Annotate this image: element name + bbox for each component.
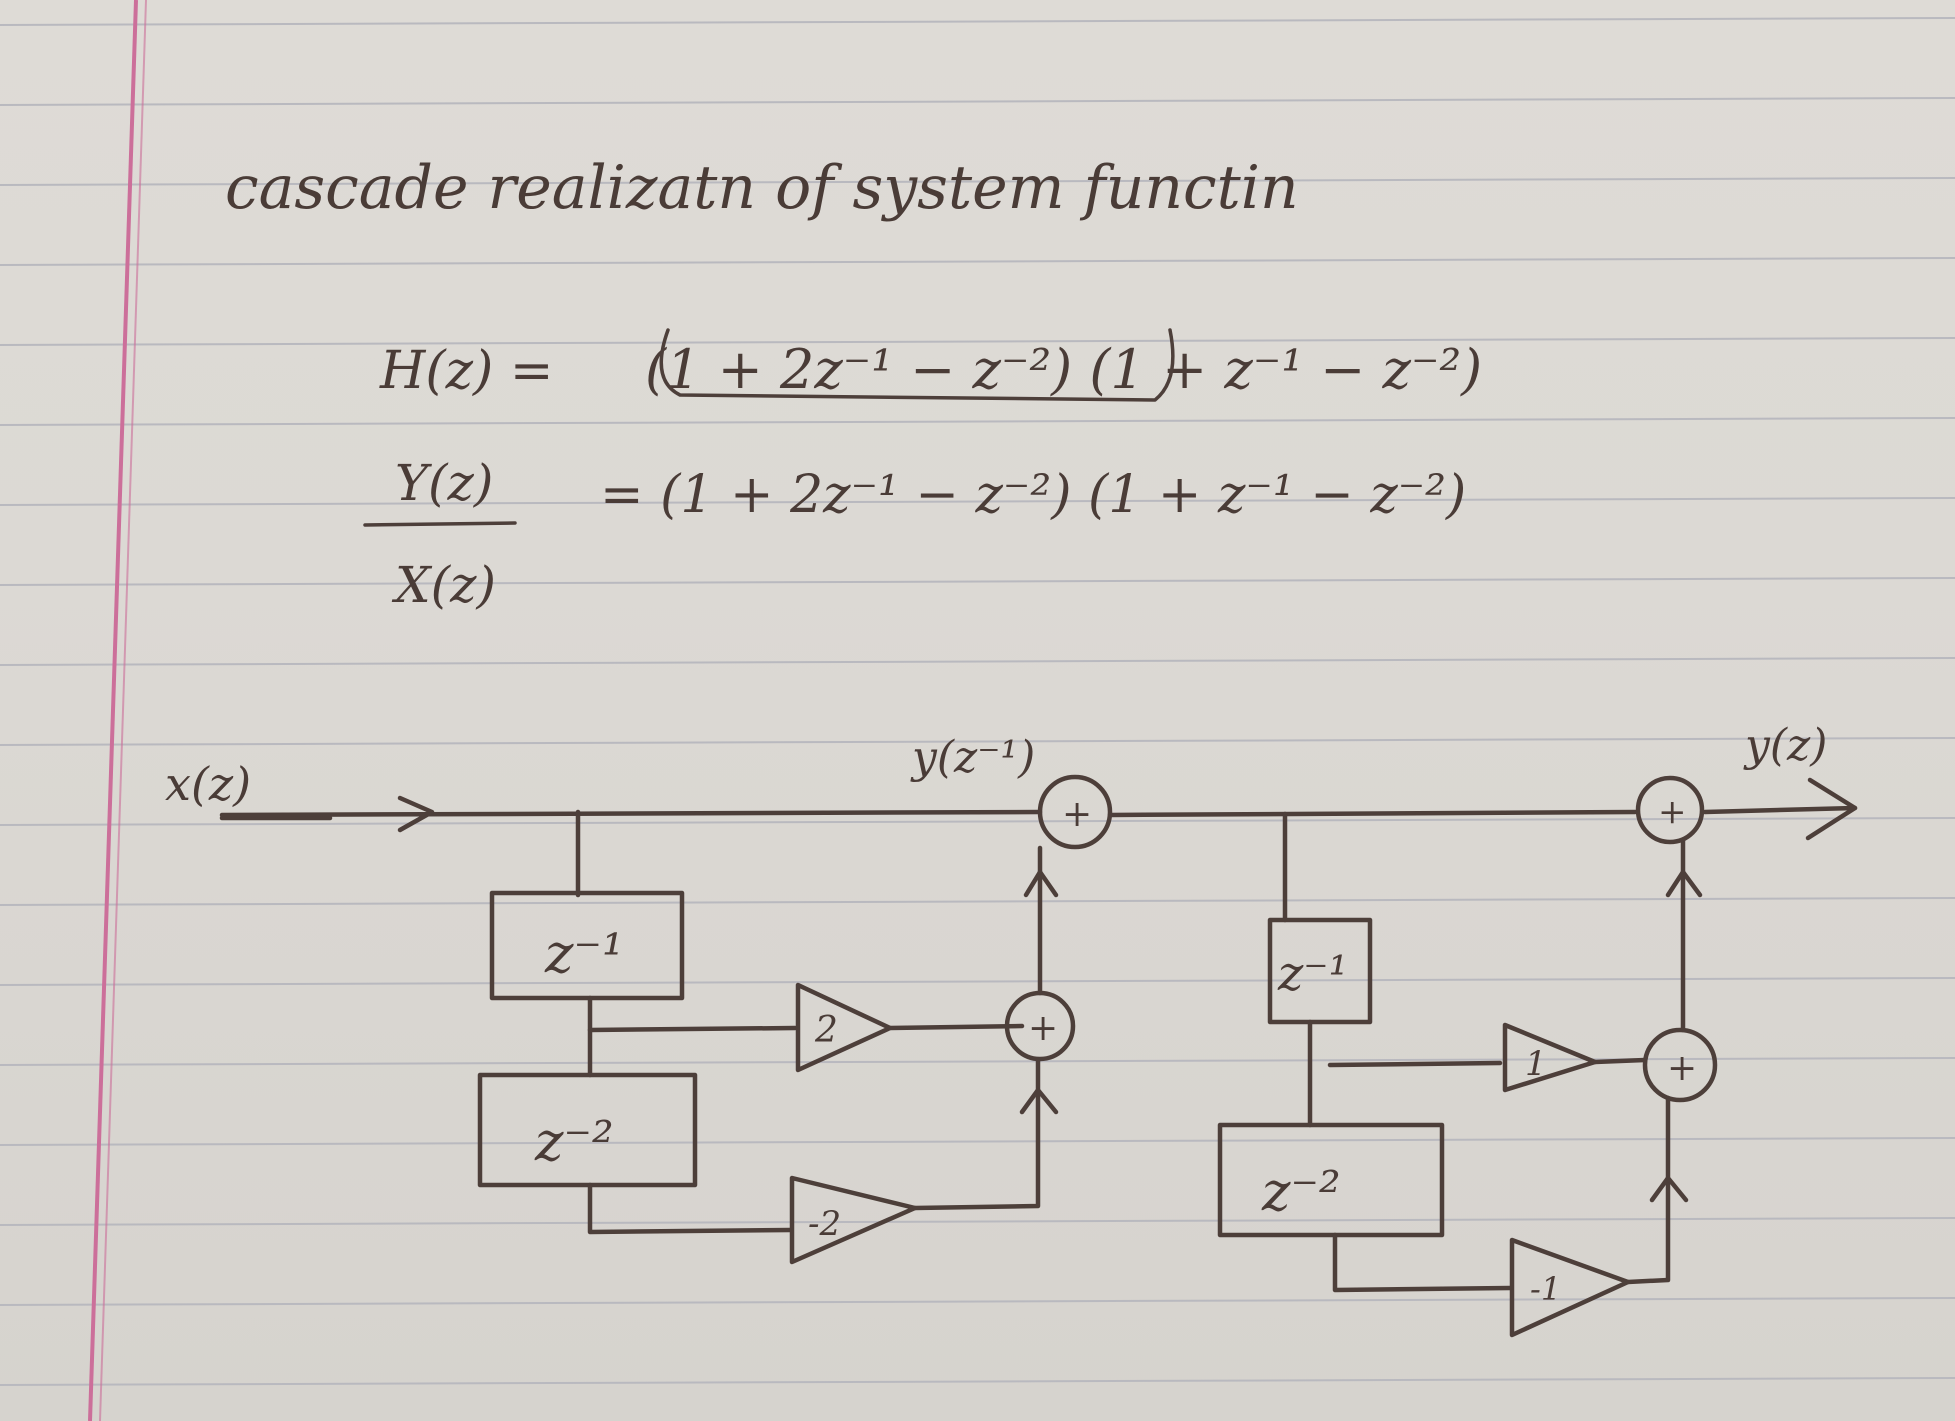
stage1-gain1-line — [587, 1025, 798, 1033]
stage1-link-arrow-icon — [1023, 869, 1059, 898]
stage2-delay1-box — [1267, 917, 1373, 1025]
stage1-upper-adder — [1037, 774, 1113, 850]
stage2-up-arrow-icon — [1649, 1175, 1689, 1203]
margin-line — [88, 0, 147, 1421]
stage1-delay1-label: z⁻¹ — [544, 922, 624, 985]
ratio-rhs: = (1 + 2z⁻¹ − z⁻²) (1 + z⁻¹ − z⁻²) — [600, 465, 1466, 525]
ratio-numerator: Y(z) — [395, 454, 493, 512]
stage2-lower-adder-sign: + — [1667, 1048, 1697, 1089]
input-signal-line — [219, 809, 1043, 818]
stage1-delay2-box — [477, 1072, 698, 1188]
stage1-gain2-out-line — [912, 1057, 1041, 1211]
stage1-gain2-triangle — [789, 1175, 918, 1265]
fraction-bar — [363, 521, 517, 527]
stage2-delay2-label: z⁻² — [1261, 1160, 1341, 1223]
output-arrow-icon — [1805, 777, 1858, 841]
stage2-gain2-triangle — [1509, 1237, 1631, 1338]
stage2-gain2-line — [1332, 1232, 1513, 1293]
stage1-delay2-label: z⁻² — [534, 1110, 614, 1173]
ruled-lines — [0, 17, 1955, 1386]
output-signal-line — [1702, 805, 1858, 815]
block-diagram: x(z) y(z⁻¹) y(z) z⁻¹ z⁻² 2 -2 + + — [165, 720, 1858, 1338]
stage1-gain1-label: 2 — [814, 1010, 838, 1051]
stage2-gain1-label: 1 — [1525, 1044, 1547, 1084]
stage2-lower-adder — [1642, 1027, 1718, 1103]
stage1-gain1-triangle — [795, 982, 893, 1073]
stage2-gain1-out-line — [1592, 1057, 1648, 1065]
transfer-function-rhs: (1 + 2z⁻¹ − z⁻²) (1 + z⁻¹ − z⁻²) — [645, 338, 1482, 401]
stage1-upper-adder-sign: + — [1062, 794, 1092, 835]
stage2-gain2-out-line — [1625, 1095, 1671, 1285]
stage2-upper-adder — [1635, 775, 1705, 845]
stage2-delay1-label: z⁻¹ — [1277, 946, 1348, 1002]
stage2-delay2-box — [1217, 1122, 1445, 1238]
page-heading: cascade realizatn of system functin — [225, 153, 1299, 223]
stage2-gain2-label: -1 — [1530, 1270, 1561, 1308]
ratio-denominator: X(z) — [391, 556, 496, 614]
stage1-up-arrow-icon — [1019, 1087, 1059, 1115]
stage1-lower-adder-sign: + — [1028, 1008, 1058, 1049]
middle-signal-line — [1107, 809, 1638, 818]
stage2-upper-adder-sign: + — [1658, 792, 1687, 832]
input-arrow-icon — [397, 795, 435, 833]
output-label: y(z) — [1743, 720, 1827, 771]
stage1-gain1-out-line — [887, 1023, 1025, 1031]
stage1-gain2-line — [587, 1182, 793, 1235]
stage2-gain1-line — [1327, 1060, 1503, 1068]
transfer-function-lhs: H(z) = — [379, 341, 553, 401]
stage2-link-arrow-icon — [1665, 869, 1703, 898]
stage1-gain2-label: -2 — [808, 1204, 841, 1244]
intermediate-label: y(z⁻¹) — [910, 732, 1035, 783]
underline-brace — [659, 328, 1175, 402]
stage1-delay1-box — [489, 890, 685, 1001]
input-label: x(z) — [165, 757, 251, 811]
stage2-gain1-triangle — [1502, 1022, 1598, 1093]
